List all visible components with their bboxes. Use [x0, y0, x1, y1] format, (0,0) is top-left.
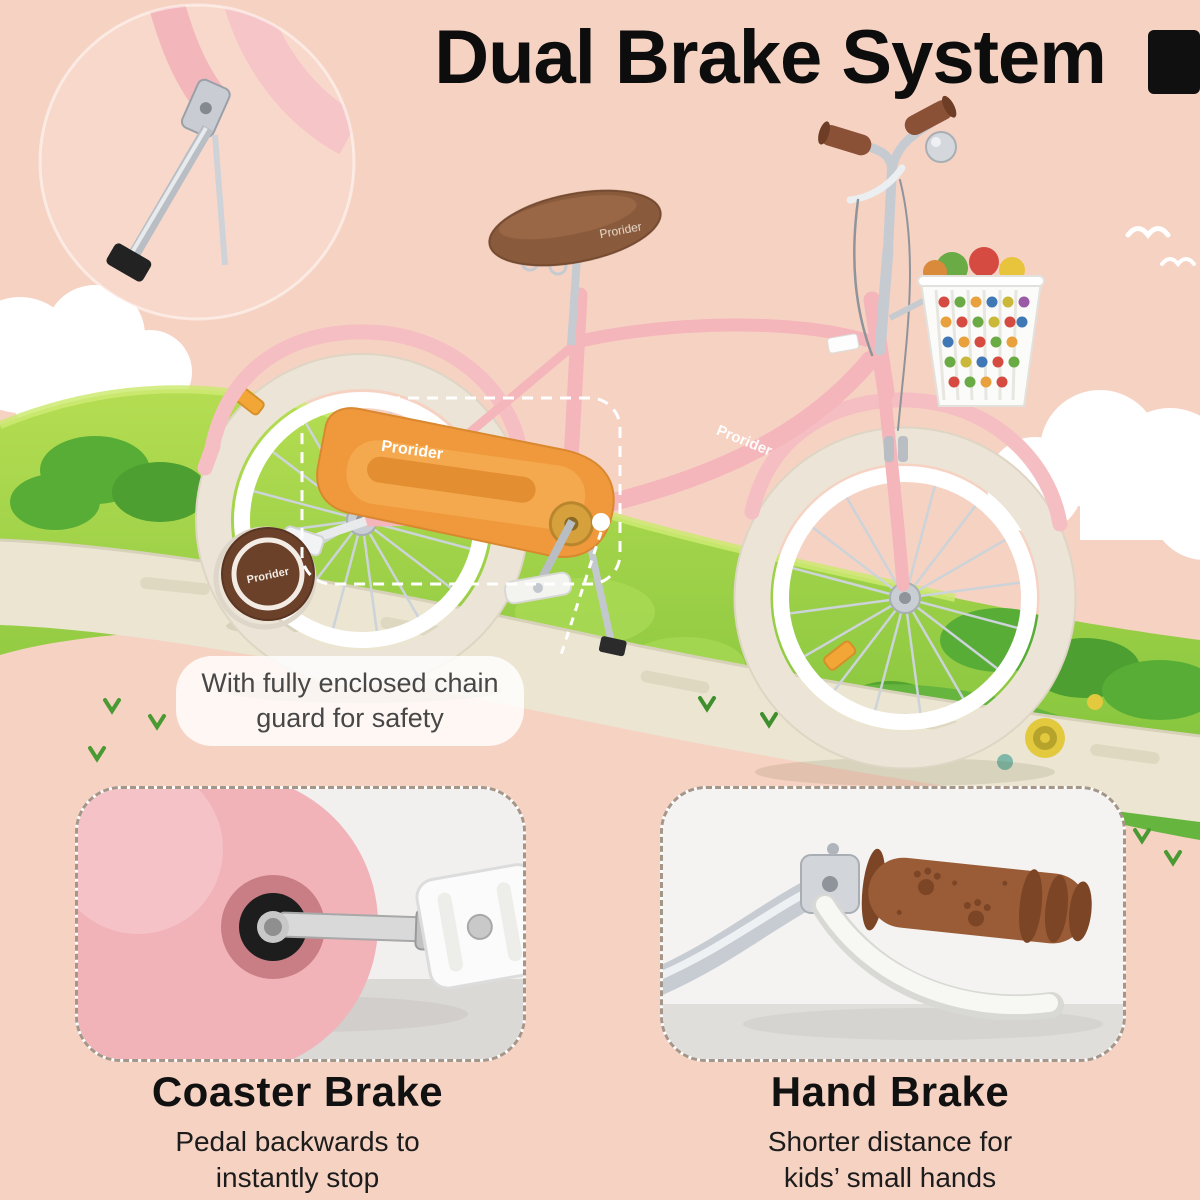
hand-brake-caption: Hand Brake Shorter distance for kids’ sm…	[650, 1068, 1130, 1197]
callout-line-2: guard for safety	[256, 703, 444, 733]
coaster-brake-desc-1: Pedal backwards to	[175, 1126, 420, 1157]
handlebar-grip	[861, 848, 1092, 944]
hand-brake-inset	[660, 786, 1126, 1062]
pedal-closeup	[415, 863, 523, 990]
right-grip	[904, 95, 957, 136]
coaster-brake-heading: Coaster Brake	[151, 1068, 444, 1115]
bike-illustration: Prorider Prorider	[195, 95, 1077, 770]
pedal	[503, 519, 576, 605]
callout-anchor-dot	[592, 513, 610, 531]
bird-icon	[1125, 226, 1196, 268]
seat-clamp	[180, 78, 231, 138]
kickstand	[584, 534, 627, 657]
hand-brake-heading: Hand Brake	[770, 1068, 1010, 1115]
front-reflector	[823, 640, 857, 671]
page-title: Dual Brake System	[434, 15, 1107, 100]
training-wheel: Prorider	[213, 516, 368, 630]
saddle: Prorider	[488, 189, 662, 346]
pedal-axle	[276, 911, 430, 943]
flowers	[997, 694, 1103, 770]
callout-leader-line	[558, 531, 603, 659]
front-wheel	[733, 426, 1077, 770]
front-caliper	[884, 436, 908, 462]
paw-print-icon	[896, 867, 1008, 927]
coaster-brake-closeup	[78, 789, 523, 1059]
head-badge	[826, 333, 860, 354]
chain-guard-callout: With fully enclosed chain guard for safe…	[176, 656, 524, 746]
left-grip	[818, 121, 872, 156]
bell-icon	[925, 131, 957, 163]
down-tube	[579, 351, 879, 517]
hand-brake-closeup	[663, 789, 1123, 1059]
hand-brake-desc-2: kids’ small hands	[783, 1162, 997, 1194]
callout-line-1: With fully enclosed chain	[201, 668, 499, 699]
front-fender	[744, 392, 1068, 532]
chain-guard-annotation	[300, 396, 622, 659]
coaster-brake-desc-2: instantly stop	[215, 1162, 380, 1194]
basket	[888, 247, 1045, 407]
kickstand-leg	[106, 124, 214, 282]
brake-lever-closeup	[812, 894, 1064, 1021]
basket-toys	[938, 296, 1030, 388]
brake-lever	[846, 164, 906, 204]
front-fork	[877, 381, 910, 592]
rear-fender	[204, 324, 528, 458]
hand-brake-desc-1: Shorter distance for	[767, 1126, 1013, 1157]
kickstand-inset	[38, 3, 356, 321]
title-accent-block	[1148, 30, 1200, 94]
coaster-brake-inset	[75, 786, 526, 1062]
coaster-brake-caption: Coaster Brake Pedal backwards to instant…	[60, 1068, 535, 1197]
brake-cable	[853, 198, 874, 357]
top-tube	[578, 318, 873, 347]
